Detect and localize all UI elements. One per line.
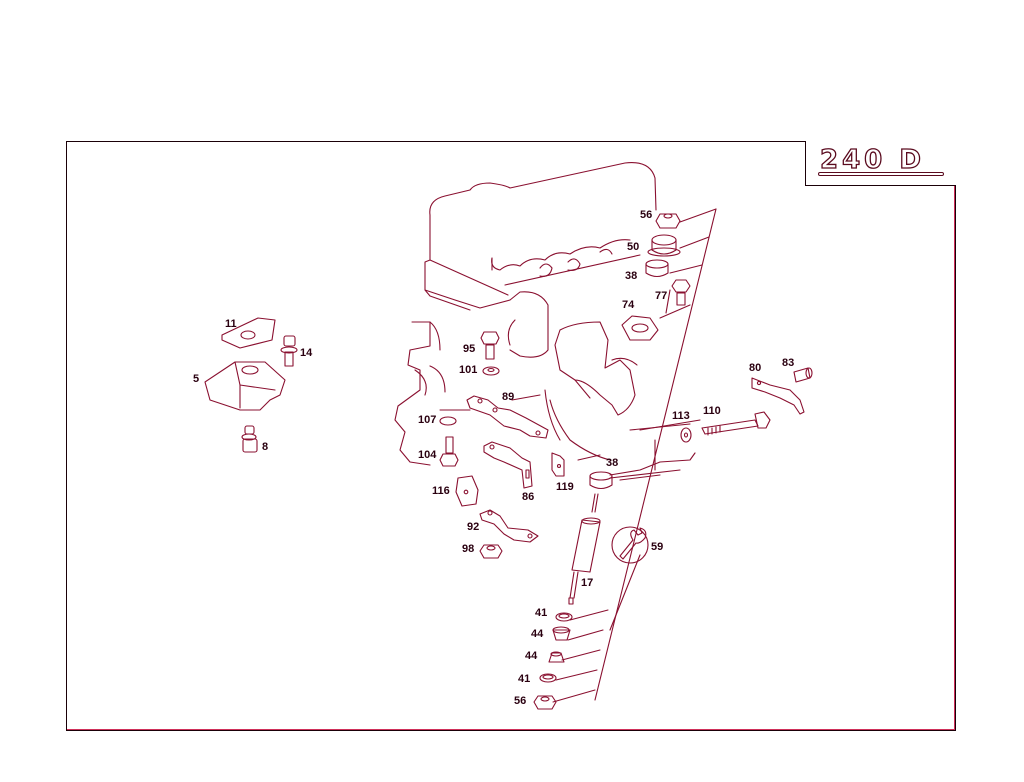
label-part-41-upper: 41 — [535, 607, 548, 619]
part-38-spacer-icon — [645, 259, 669, 278]
label-part-86: 86 — [522, 491, 535, 503]
part-56-nut-lower-icon — [533, 695, 557, 710]
label-part-80: 80 — [749, 362, 762, 374]
label-part-77: 77 — [655, 290, 668, 302]
label-part-38-top: 38 — [625, 270, 638, 282]
engine-block-icon — [394, 162, 701, 476]
label-part-98: 98 — [462, 543, 475, 555]
part-83-bushing-icon — [793, 367, 813, 383]
part-14-bolt-icon — [280, 335, 298, 367]
label-part-83: 83 — [782, 357, 795, 369]
label-part-104: 104 — [418, 449, 437, 461]
part-89-bracket-icon — [466, 395, 549, 439]
label-part-95: 95 — [463, 343, 476, 355]
part-41-washer-lower-icon — [539, 673, 557, 683]
label-part-59: 59 — [651, 541, 664, 553]
label-part-56-lower: 56 — [514, 695, 527, 707]
diagram-frame — [66, 141, 956, 731]
part-8-stud-icon — [241, 425, 258, 453]
label-part-41-lower: 41 — [518, 673, 531, 685]
part-92-bracket-icon — [479, 509, 539, 543]
part-77-bolt-icon — [671, 279, 691, 306]
part-59-wrench-icon — [611, 526, 649, 564]
label-part-74: 74 — [622, 299, 635, 311]
part-50-bushing-icon — [647, 234, 681, 257]
part-101-washer-icon — [482, 366, 500, 376]
label-part-44-lower: 44 — [525, 650, 538, 662]
label-part-113: 113 — [672, 410, 690, 422]
model-badge-underline — [818, 172, 944, 176]
part-5-engine-mount-icon — [204, 361, 286, 411]
part-86-bracket-icon — [483, 441, 533, 489]
part-80-bracket-icon — [751, 377, 805, 415]
part-107-washer-icon — [439, 416, 457, 426]
part-74-mount-plate-icon — [621, 315, 659, 341]
part-11-plate-icon — [221, 317, 276, 349]
part-44-cone-lower-icon — [548, 651, 565, 663]
label-part-119: 119 — [556, 481, 574, 493]
part-38-spacer-lower-icon — [589, 471, 613, 490]
label-part-56-top: 56 — [640, 209, 653, 221]
label-part-116: 116 — [432, 485, 450, 497]
part-41-washer-upper-icon — [555, 612, 573, 622]
part-98-nut-icon — [479, 544, 503, 559]
label-part-50: 50 — [627, 241, 640, 253]
part-56-nut-icon — [655, 213, 681, 229]
label-part-8: 8 — [262, 441, 269, 453]
model-badge: 240 D — [805, 141, 956, 186]
leader-lines — [439, 208, 717, 703]
label-part-89: 89 — [502, 391, 515, 403]
part-113-washer-icon — [680, 427, 692, 443]
label-part-44-upper: 44 — [531, 628, 544, 640]
label-part-107: 107 — [418, 414, 437, 426]
label-part-11: 11 — [225, 318, 237, 330]
part-44-cone-upper-icon — [552, 626, 571, 641]
part-104-bolt-icon — [439, 436, 459, 467]
label-part-5: 5 — [193, 373, 200, 385]
part-119-clip-icon — [551, 452, 565, 477]
label-part-92: 92 — [467, 521, 480, 533]
part-95-bolt-icon — [480, 331, 500, 360]
label-part-14: 14 — [300, 347, 313, 359]
label-part-17: 17 — [581, 577, 594, 589]
label-part-38-lower: 38 — [606, 457, 619, 469]
label-part-110: 110 — [703, 405, 721, 417]
model-badge-text: 240 D — [819, 144, 925, 175]
part-110-long-bolt-icon — [701, 411, 771, 436]
part-116-clip-icon — [455, 475, 479, 507]
part-17-shock-absorber-icon — [568, 493, 601, 605]
label-part-101: 101 — [459, 364, 478, 376]
